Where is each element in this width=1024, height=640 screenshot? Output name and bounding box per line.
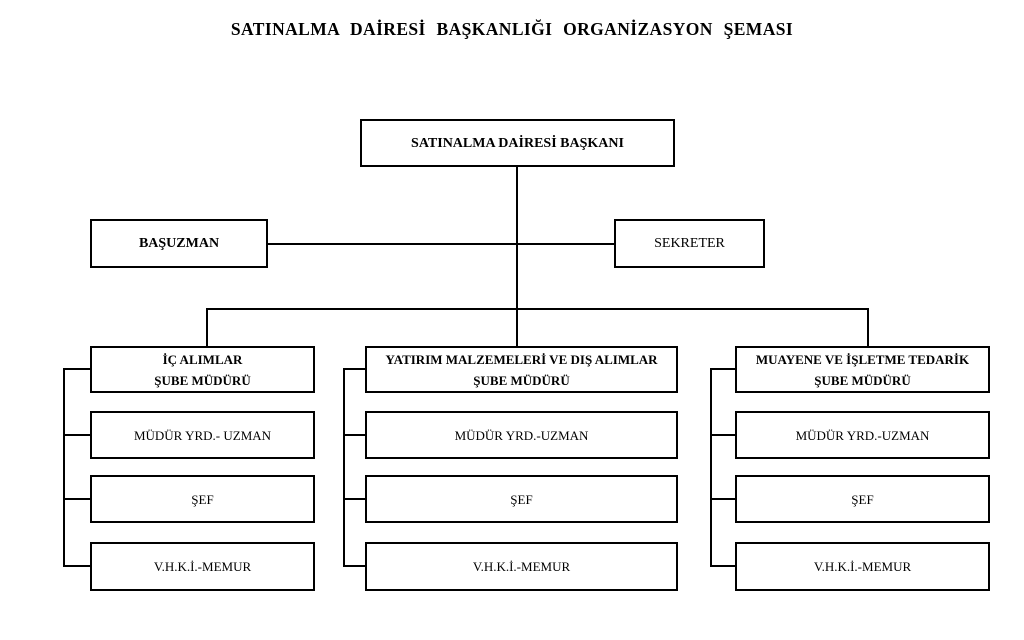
connector-main-horizontal (206, 308, 869, 310)
connector-root-drop (516, 167, 518, 310)
connector-col3-stub-2 (710, 498, 735, 500)
org-box-col3-child-1-label: MÜDÜR YRD.-UZMAN (795, 427, 930, 443)
org-box-col3-child-3-label: V.H.K.İ.-MEMUR (813, 559, 912, 574)
org-box-col1-child-3-label: V.H.K.İ.-MEMUR (153, 559, 252, 574)
org-box-col3-child-2: ŞEF (735, 475, 990, 523)
org-box-col1-child-1-label: MÜDÜR YRD.- UZMAN (133, 427, 272, 443)
connector-col2-stub-2 (343, 498, 365, 500)
connector-col2-stub-1 (343, 434, 365, 436)
org-box-sekreter-label: SEKRETER (654, 236, 725, 251)
connector-col3-stub-1 (710, 434, 735, 436)
connector-col2-spine (343, 368, 345, 567)
connector-drop-col1 (206, 310, 208, 346)
org-box-col1-child-1: MÜDÜR YRD.- UZMAN (90, 411, 315, 459)
connector-col3-stub-3 (710, 565, 735, 567)
page-title: SATINALMA DAİRESİ BAŞKANLIĞI ORGANİZASYO… (230, 19, 794, 39)
connector-col1-stub-3 (63, 565, 90, 567)
org-box-col3-child-3: V.H.K.İ.-MEMUR (735, 542, 990, 591)
org-box-col3-head-line2: ŞUBE MÜDÜRÜ (814, 372, 911, 388)
org-box-col1-child-2-label: ŞEF (191, 491, 214, 507)
org-box-col3-child-2-label: ŞEF (851, 491, 874, 507)
org-box-col2-child-1: MÜDÜR YRD.-UZMAN (365, 411, 678, 459)
org-box-root: SATINALMA DAİRESİ BAŞKANI (360, 119, 675, 167)
org-box-col3-child-1: MÜDÜR YRD.-UZMAN (735, 411, 990, 459)
connector-col2-stub-3 (343, 565, 365, 567)
org-box-col2-child-2: ŞEF (365, 475, 678, 523)
org-box-sekreter: SEKRETER (614, 219, 765, 268)
org-box-basuzman-label: BAŞUZMAN (138, 236, 220, 251)
connector-col2-stub-head (343, 368, 365, 370)
org-box-col3-head-line1: MUAYENE VE İŞLETME TEDARİK (755, 351, 970, 367)
connector-col1-spine (63, 368, 65, 567)
connector-staff-line (268, 243, 614, 245)
org-box-col1-head-line1: İÇ ALIMLAR (162, 351, 243, 367)
org-box-col1-child-3: V.H.K.İ.-MEMUR (90, 542, 315, 591)
connector-col3-stub-head (710, 368, 735, 370)
org-box-col2-head: YATIRIM MALZEMELERİ VE DIŞ ALIMLAR ŞUBE … (365, 346, 678, 393)
connector-col1-stub-head (63, 368, 90, 370)
org-box-col2-child-3: V.H.K.İ.-MEMUR (365, 542, 678, 591)
org-box-col1-head-line2: ŞUBE MÜDÜRÜ (154, 372, 251, 388)
org-box-col2-head-line1: YATIRIM MALZEMELERİ VE DIŞ ALIMLAR (385, 351, 658, 367)
org-box-col2-child-3-label: V.H.K.İ.-MEMUR (472, 559, 571, 574)
connector-drop-col2 (516, 310, 518, 346)
connector-col1-stub-1 (63, 434, 90, 436)
org-box-col2-child-2-label: ŞEF (510, 491, 533, 507)
org-box-col1-child-2: ŞEF (90, 475, 315, 523)
org-box-col2-head-line2: ŞUBE MÜDÜRÜ (473, 372, 570, 388)
connector-col1-stub-2 (63, 498, 90, 500)
org-box-col3-head: MUAYENE VE İŞLETME TEDARİK ŞUBE MÜDÜRÜ (735, 346, 990, 393)
org-box-basuzman: BAŞUZMAN (90, 219, 268, 268)
connector-drop-col3 (867, 310, 869, 346)
org-box-root-label: SATINALMA DAİRESİ BAŞKANI (411, 135, 624, 151)
connector-col3-spine (710, 368, 712, 567)
org-box-col1-head: İÇ ALIMLAR ŞUBE MÜDÜRÜ (90, 346, 315, 393)
org-box-col2-child-1-label: MÜDÜR YRD.-UZMAN (454, 427, 589, 443)
